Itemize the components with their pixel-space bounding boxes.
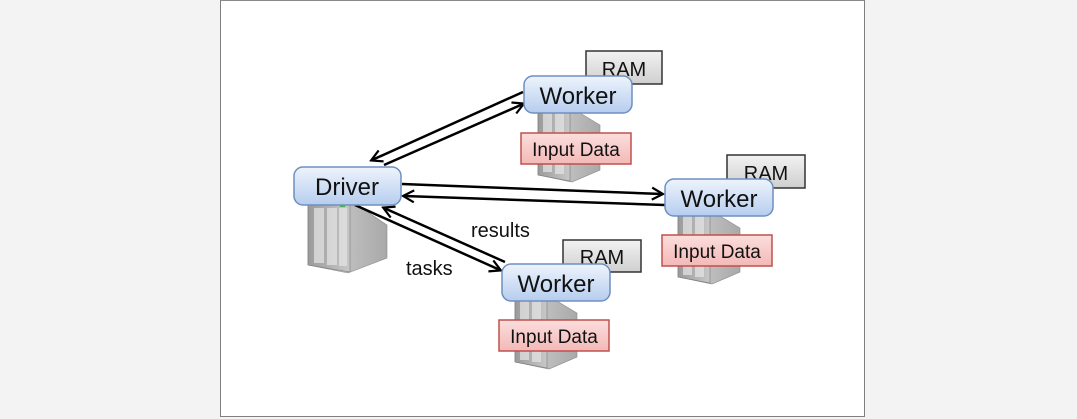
- worker-node-2: RAM Worker Input Data: [661, 154, 806, 267]
- worker-label: Worker: [518, 271, 595, 298]
- driver-node: Driver: [293, 166, 402, 206]
- input-data-box: [520, 132, 632, 165]
- input-data-box: [661, 234, 773, 267]
- input-data-label: Input Data: [532, 140, 620, 161]
- driver-label: Driver: [315, 174, 379, 201]
- input-data-box: [498, 319, 610, 352]
- input-data-label: Input Data: [673, 242, 761, 263]
- results-label: results: [471, 220, 530, 242]
- worker-label: Worker: [681, 186, 758, 213]
- arrows: [354, 90, 666, 270]
- worker-node-3: RAM Worker Input Data: [498, 239, 642, 352]
- arrow-worker2-to-driver: [404, 196, 666, 207]
- tasks-label: tasks: [406, 258, 453, 280]
- worker-label: Worker: [540, 83, 617, 110]
- worker-node-1: RAM Worker Input Data: [520, 50, 663, 165]
- arrow-driver-to-worker3-tasks: [354, 203, 500, 270]
- arrow-worker3-to-driver-results: [384, 208, 506, 264]
- arrow-driver-to-worker2: [401, 182, 662, 194]
- input-data-label: Input Data: [510, 327, 598, 348]
- arrow-driver-to-worker1: [383, 104, 523, 167]
- driver-server-icon: [307, 202, 388, 274]
- arrow-worker1-to-driver: [372, 90, 524, 160]
